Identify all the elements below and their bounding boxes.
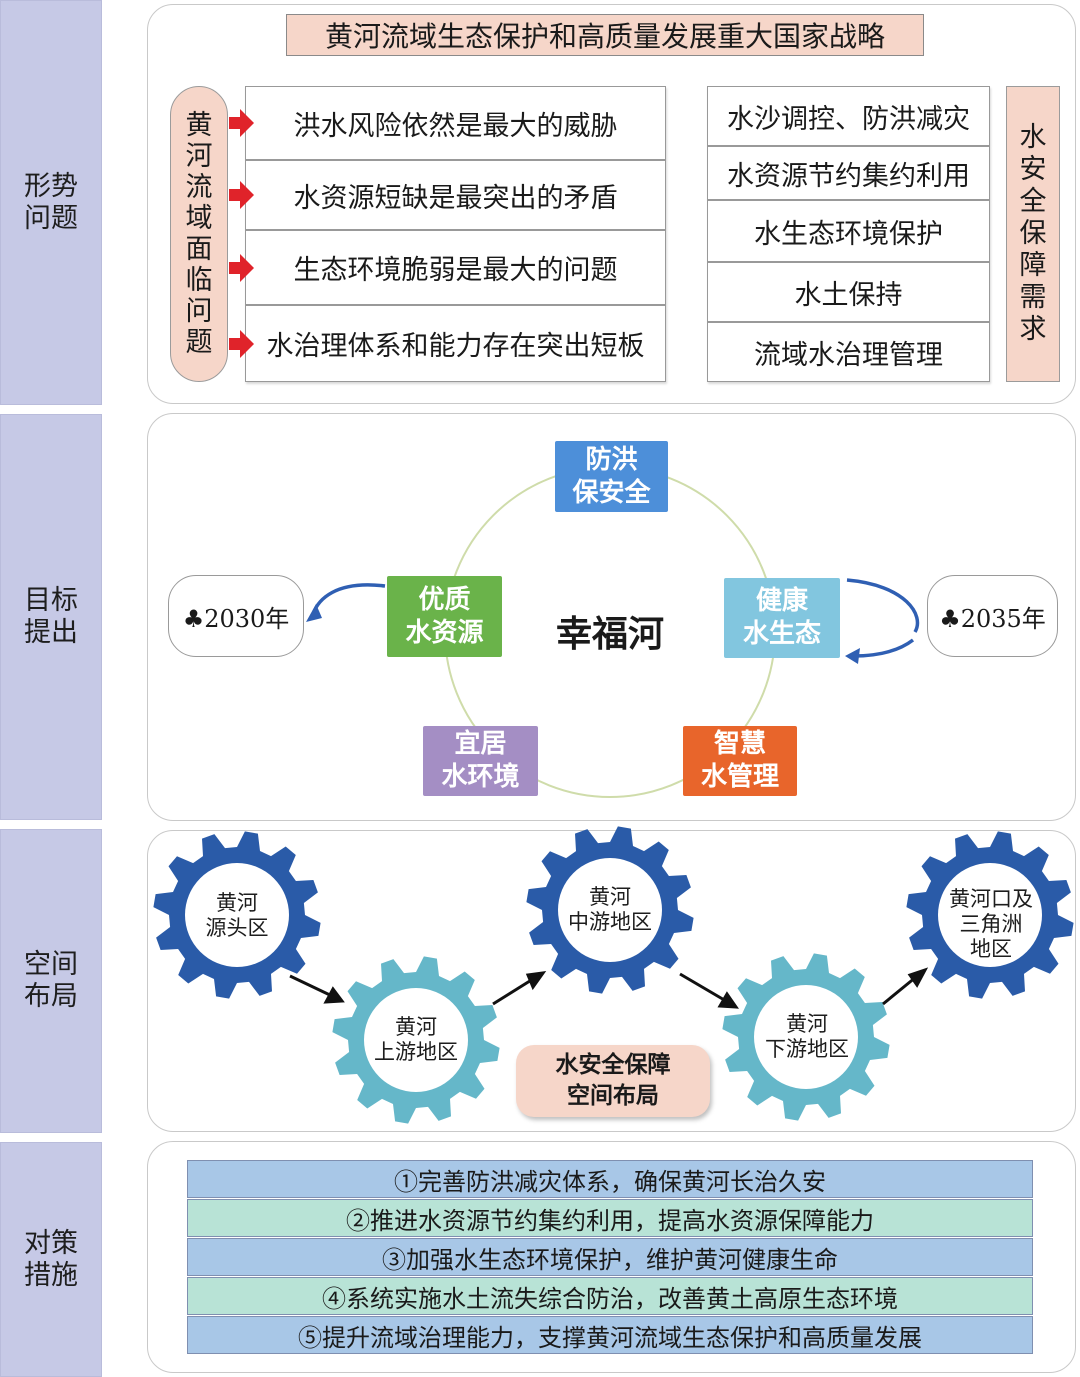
measure-item: ⑤提升流域治理能力，支撑黄河流域生态保护和高质量发展 [187, 1316, 1033, 1354]
measure-item: ②推进水资源节约集约利用，提高水资源保障能力 [187, 1199, 1033, 1237]
goal-quality-water: 优质水资源 [387, 576, 502, 657]
problem-item: 洪水风险依然是最大的威胁 [245, 86, 666, 160]
problem-item: 水治理体系和能力存在突出短板 [245, 305, 666, 382]
measure-item: ①完善防洪减灾体系，确保黄河长治久安 [187, 1160, 1033, 1198]
section-label-layout: 空间布局 [0, 829, 102, 1133]
need-item: 水资源节约集约利用 [707, 146, 990, 200]
measure-item: ③加强水生态环境保护，维护黄河健康生命 [187, 1238, 1033, 1276]
problem-item: 生态环境脆弱是最大的问题 [245, 230, 666, 305]
need-item: 流域水治理管理 [707, 322, 990, 382]
section-label-measures: 对策措施 [0, 1142, 102, 1377]
measure-item: ④系统实施水土流失综合防治，改善黄土高原生态环境 [187, 1277, 1033, 1315]
region-upstream: 黄河上游地区 [374, 1015, 458, 1064]
happy-river-title: 幸福河 [555, 614, 664, 655]
goal-smart-management: 智慧水管理 [683, 726, 797, 796]
section-label-situation: 形势问题 [0, 0, 102, 405]
section-label-goals: 目标提出 [0, 414, 102, 820]
year-2030: ♣2030年 [168, 575, 304, 657]
region-midstream: 黄河中游地区 [568, 885, 652, 934]
problems-vertical-label: 黄河流域面临问题 [170, 86, 228, 382]
need-item: 水生态环境保护 [707, 200, 990, 262]
red-arrow-icon [229, 330, 254, 358]
red-arrow-icon [229, 254, 254, 282]
spatial-layout-label: 水安全保障空间布局 [516, 1045, 710, 1117]
region-downstream: 黄河下游地区 [765, 1012, 849, 1061]
need-item: 水土保持 [707, 262, 990, 322]
strategy-title: 黄河流域生态保护和高质量发展重大国家战略 [286, 14, 924, 56]
gear-center [558, 858, 662, 962]
gear-center [185, 863, 289, 967]
gear-center [754, 985, 858, 1089]
need-item: 水沙调控、防洪减灾 [707, 86, 990, 146]
year-2035: ♣2035年 [927, 575, 1058, 657]
goal-healthy-ecology: 健康水生态 [724, 578, 840, 658]
goal-flood-safety: 防洪保安全 [555, 441, 668, 512]
problem-item: 水资源短缺是最突出的矛盾 [245, 160, 666, 230]
red-arrow-icon [229, 181, 254, 209]
red-arrow-icon [229, 109, 254, 137]
needs-vertical-label: 水安全保障需求 [1006, 86, 1060, 382]
goal-livable-environment: 宜居水环境 [423, 726, 538, 796]
region-estuary-delta: 黄河口及三角洲地区 [949, 886, 1033, 961]
region-source: 黄河源头区 [205, 891, 269, 940]
gear-center [938, 863, 1042, 967]
gear-center [364, 988, 468, 1092]
